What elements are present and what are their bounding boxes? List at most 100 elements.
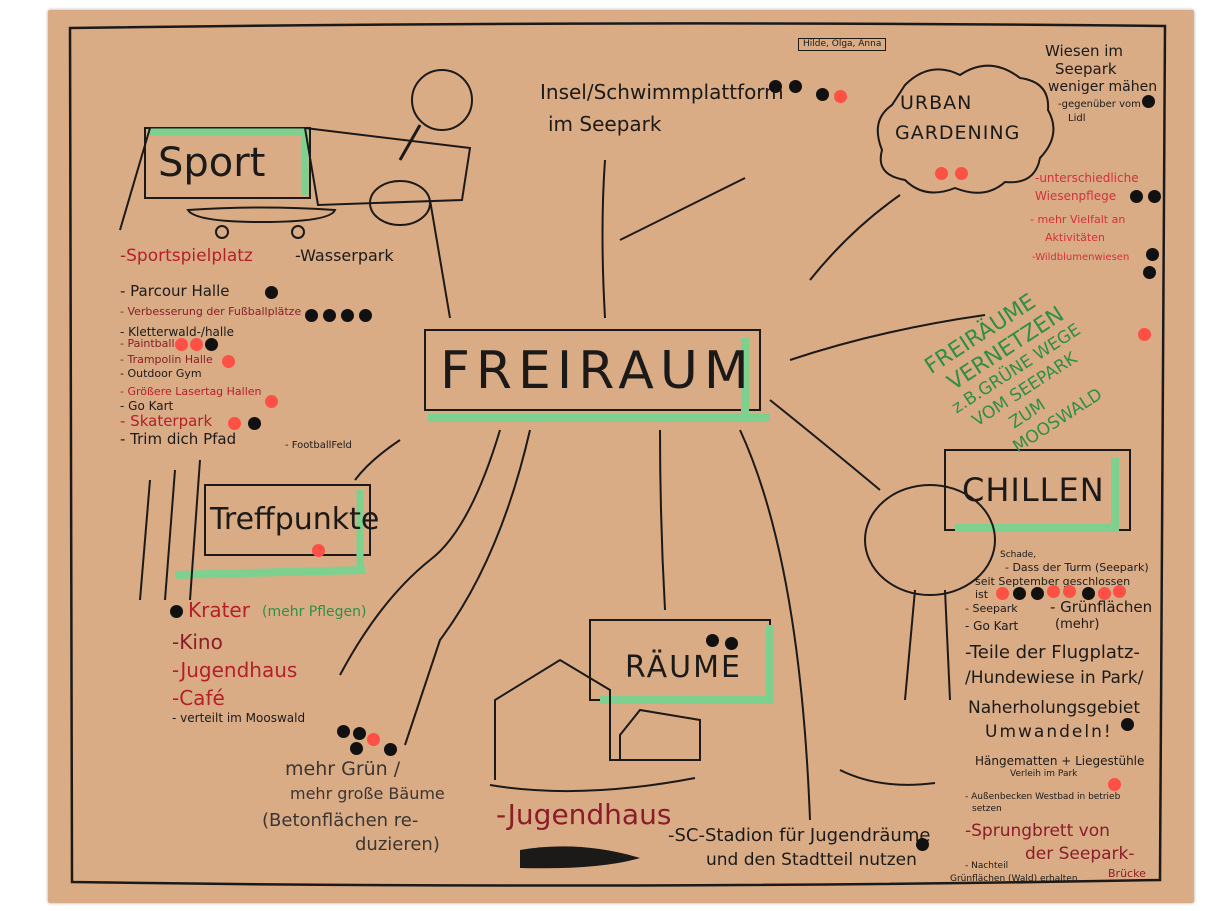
vote-dot-black xyxy=(265,286,278,299)
urban-title1: URBAN xyxy=(900,92,973,114)
urban-note: -Wildblumenwiesen xyxy=(1032,252,1130,263)
raeume-title: RÄUME xyxy=(625,650,742,685)
sport-item: - Paintball xyxy=(120,337,175,350)
chillen-item: - Außenbecken Westbad in betrieb xyxy=(965,792,1121,802)
vote-dot-red xyxy=(265,395,278,408)
gruen-line: duzieren) xyxy=(355,834,440,855)
sport-item: - Trampolin Halle xyxy=(120,353,213,366)
connector-lines xyxy=(339,159,986,821)
vote-dot-red xyxy=(935,167,948,180)
vote-dot-black xyxy=(1142,95,1155,108)
vote-dot-red xyxy=(190,338,203,351)
gruen-line: (Betonflächen re- xyxy=(262,810,419,831)
sport-item: - Kletterwald-/halle xyxy=(120,325,234,339)
urban-note: -unterschiedliche xyxy=(1035,171,1139,185)
vote-dot-black xyxy=(248,417,261,430)
vote-dot-red xyxy=(1063,585,1076,598)
vote-dot-red xyxy=(222,355,235,368)
sport-item: -Wasserpark xyxy=(295,246,394,265)
urban-note: Seepark xyxy=(1055,60,1117,78)
urban-note: Wiesenpflege xyxy=(1035,189,1117,203)
urban-note: weniger mähen xyxy=(1048,79,1158,95)
chillen-item: Naherholungsgebiet xyxy=(968,698,1141,718)
treffpunkte-item: (mehr Pflegen) xyxy=(262,604,367,620)
chillen-item: Verleih im Park xyxy=(1010,769,1078,779)
vote-dot-red xyxy=(1047,585,1060,598)
vote-dot-red xyxy=(175,338,188,351)
chillen-item: - Dass der Turm (Seepark) xyxy=(1005,561,1149,574)
people-sketch xyxy=(139,459,201,601)
urban-note: Lidl xyxy=(1068,113,1086,124)
raeume-item: und den Stadtteil nutzen xyxy=(706,850,917,870)
sport-item: -Sportspielplatz xyxy=(120,246,253,266)
vote-dot-black xyxy=(1146,248,1159,261)
sport-item: - Parcour Halle xyxy=(120,282,230,300)
chillen-item: Hängematten + Liegestühle xyxy=(975,754,1145,768)
vote-dot-black xyxy=(706,634,719,647)
center-label: FREIRAUM xyxy=(440,341,755,401)
vote-dot-black xyxy=(384,743,397,756)
chillen-title: CHILLEN xyxy=(962,471,1105,509)
center-box xyxy=(424,329,761,411)
racket-sketch xyxy=(411,69,473,131)
vote-dot-red xyxy=(834,90,847,103)
vote-dot-black xyxy=(1143,266,1156,279)
chillen-item: Brücke xyxy=(1108,867,1146,880)
vote-dot-black xyxy=(305,309,318,322)
urban-title2: GARDENING xyxy=(895,122,1021,144)
treffpunkte-item: -Kino xyxy=(172,630,223,654)
gruen-line: mehr Grün / xyxy=(285,758,401,780)
treffpunkte-item: -Jugendhaus xyxy=(172,658,298,682)
chillen-item: -Teile der Flugplatz- xyxy=(965,642,1140,663)
chillen-item: (mehr) xyxy=(1055,617,1100,632)
chillen-item: setzen xyxy=(972,804,1002,814)
urban-note: -gegenüber vom xyxy=(1058,99,1141,110)
sport-item: - Go Kart xyxy=(120,399,174,413)
treffpunkte-box xyxy=(204,484,371,556)
vote-dot-black xyxy=(353,727,366,740)
black-scribble xyxy=(520,846,640,869)
sport-item: - Outdoor Gym xyxy=(120,367,202,380)
tree-sketch xyxy=(864,484,996,596)
chillen-item: Grünflächen (Wald) erhalten xyxy=(950,874,1078,884)
chillen-item: -Sprungbrett von xyxy=(965,821,1110,841)
vote-dot-black xyxy=(323,309,336,322)
treffpunkte-item: -Café xyxy=(172,686,225,710)
gruen-line: mehr große Bäume xyxy=(290,784,445,803)
border-frame xyxy=(68,22,1167,887)
vote-dot-black xyxy=(816,88,829,101)
chillen-item: seit September geschlossen xyxy=(975,575,1131,588)
vote-dot-red xyxy=(1108,778,1121,791)
vote-dot-red xyxy=(1113,585,1126,598)
raeume-item: -SC-Stadion für Jugendräume xyxy=(668,825,931,846)
bench-sketch xyxy=(303,126,472,207)
vote-dot-black xyxy=(170,605,183,618)
vote-dot-red xyxy=(996,587,1009,600)
vote-dot-black xyxy=(1082,587,1095,600)
vote-dot-black xyxy=(359,309,372,322)
chillen-item: ist xyxy=(975,588,989,601)
skateboard-sketch xyxy=(186,206,337,224)
urban-note: - mehr Vielfalt an xyxy=(1030,213,1126,226)
vote-dot-black xyxy=(1148,190,1161,203)
chillen-item: Umwandeln! xyxy=(985,722,1113,742)
cloud-sketch xyxy=(876,64,1055,194)
chillen-item: Schade, xyxy=(1000,550,1036,560)
vote-dot-red xyxy=(367,733,380,746)
vote-dot-black xyxy=(337,725,350,738)
chillen-item: der Seepark- xyxy=(1025,844,1135,864)
treffpunkte-item: - verteilt im Mooswald xyxy=(172,711,306,725)
vote-dot-black xyxy=(769,80,782,93)
chillen-item: - Grünflächen xyxy=(1050,598,1153,616)
chillen-item: - Seepark xyxy=(965,602,1018,615)
vote-dot-black xyxy=(350,742,363,755)
vote-dot-black xyxy=(1121,718,1134,731)
vote-dot-red xyxy=(1138,328,1151,341)
vote-dot-black xyxy=(205,338,218,351)
sport-item: - FootballFeld xyxy=(285,440,352,451)
sport-item: - Größere Lasertag Hallen xyxy=(120,385,262,398)
vote-dot-red xyxy=(955,167,968,180)
insel-line2: im Seepark xyxy=(548,112,662,136)
